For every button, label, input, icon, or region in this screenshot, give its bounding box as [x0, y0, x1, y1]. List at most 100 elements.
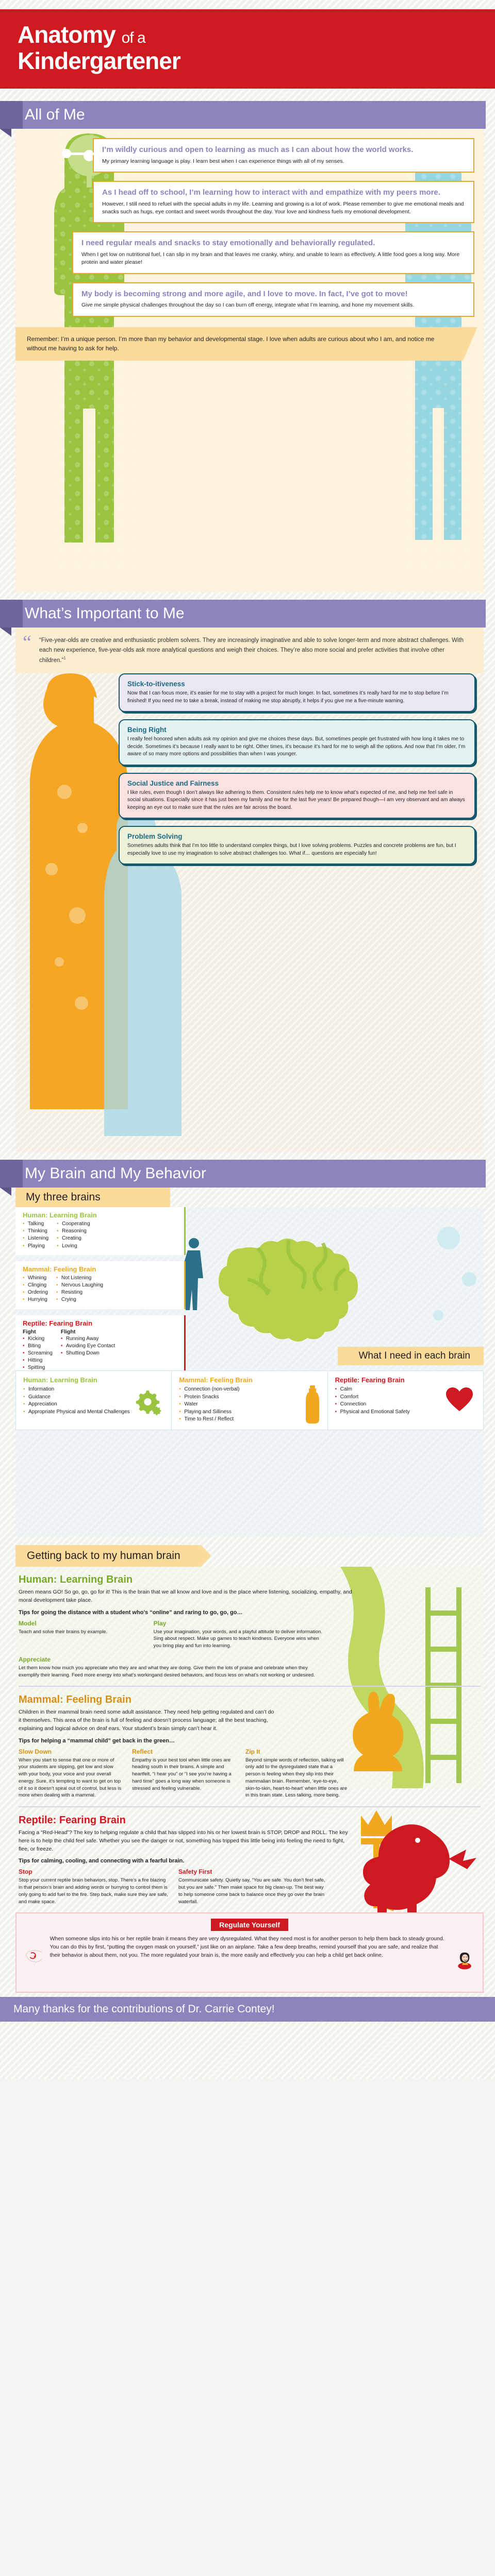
tip-title: Model [19, 1619, 37, 1627]
partner-url[interactable]: http://www.carriecontey.com [430, 2066, 482, 2071]
starburst-icon [448, 2041, 465, 2058]
infographic-page: Anatomy of a Kindergartener All of Me [0, 0, 495, 2079]
bubble-body: I like rules, even though I don’t always… [127, 789, 465, 810]
panel-tips-heading: Tips for going the distance with a stude… [19, 1609, 243, 1616]
tip-appreciate: Appreciate Let them know how much you ap… [19, 1656, 328, 1679]
panel-lead: Children in their mammal brain need some… [19, 1709, 274, 1732]
tip-play: Play Use your imagination, your words, a… [154, 1620, 328, 1650]
tip-stop: Stop Stop your current reptile brain beh… [19, 1868, 168, 1905]
ribbon-getting-back: Getting back to my human brain [15, 1545, 201, 1567]
list-item: Resisting [56, 1289, 103, 1296]
list-item: Whining [23, 1275, 48, 1282]
subbanner-my-three-brains: My three brains [15, 1188, 170, 1207]
section-banner-important: What’s Important to Me [0, 600, 486, 636]
quote-mark-icon: “ [23, 632, 31, 654]
regulate-heading: Regulate Yourself [211, 1919, 288, 1931]
list-item: Time to Rest / Reflect [179, 1416, 321, 1423]
need-banner: What I need in each brain [338, 1347, 484, 1366]
logo-line2: Learning Trends [34, 2058, 81, 2065]
list-item: Connection (non-verbal) [179, 1386, 321, 1394]
brain-reset-icon [26, 1950, 42, 1963]
tip-zip-it: Zip It Beyond simple words of reflection… [245, 1748, 349, 1800]
need-column-title: Reptile: Fearing Brain [335, 1376, 405, 1384]
partner-name: carrie contey, phd. [430, 2060, 482, 2066]
tip-body: Communicate safety. Quietly say, “You ar… [178, 1877, 325, 1905]
woman-avatar-illustration [458, 1953, 471, 1970]
bubble-body: I really feel honored when adults ask my… [127, 736, 466, 757]
tip-slow-down: Slow Down When you start to sense that o… [19, 1748, 122, 1800]
tip-title: Reflect [132, 1748, 153, 1755]
list-item: Kicking [23, 1335, 53, 1343]
callout-body: When I get low on nutritional fuel, I ca… [81, 251, 460, 266]
brain-card-title: Human: Learning Brain [23, 1211, 97, 1219]
tip-reflect: Reflect Empathy is your best tool when l… [132, 1748, 235, 1800]
bubble-title: Stick-to-itiveness [127, 680, 185, 688]
callout-card: As I head off to school, I’m learning ho… [93, 181, 474, 224]
list-item: Playing and Silliness [179, 1409, 321, 1416]
source-url-text[interactable]: http://www.pbs.org/parents/childdevelopm… [16, 2025, 181, 2030]
list-item: Crying [56, 1296, 103, 1303]
panel-title: Human: Learning Brain [19, 1574, 133, 1585]
callout-card: I’m wildly curious and open to learning … [62, 138, 474, 173]
need-column-title: Mammal: Feeling Brain [179, 1376, 253, 1384]
list-item: Loving [57, 1243, 90, 1250]
list-item: Playing [23, 1243, 48, 1250]
carrie-contey-credit[interactable]: carrie contey, phd. http://www.carriecon… [431, 2040, 482, 2071]
brain-card-col2: Not Listening Nervous Laughing Resisting… [56, 1275, 103, 1304]
topic-bubble-stick-to-itiveness: Stick-to-itiveness Now that I can focus … [119, 673, 475, 712]
panel-reptile-fearing-brain: Reptile: Fearing Brain Facing a “Red-Hea… [15, 1807, 484, 1922]
page-title-line1: Anatomy of a [18, 23, 477, 46]
bubble-body: Sometimes adults think that I’m too litt… [127, 843, 456, 856]
callout-heading: I’m wildly curious and open to learning … [102, 145, 414, 155]
list-item: Cooperating [57, 1221, 90, 1228]
what-i-need-table: Human: Learning Brain Information Guidan… [15, 1370, 484, 1430]
source-footnote-marker: 1 [13, 2024, 15, 2028]
thanks-text: Many thanks for the contributions of Dr.… [13, 2003, 275, 2015]
brain-card-col2: Cooperating Reasoning Creating Loving [57, 1221, 90, 1250]
brain-card-mammal: Mammal: Feeling Brain Whining Clinging O… [15, 1261, 186, 1309]
brain-card-col1: Whining Clinging Ordering Hurrying [23, 1275, 48, 1304]
brain-card-title: Reptile: Fearing Brain [23, 1319, 93, 1327]
list-item: Water [179, 1401, 321, 1409]
thanks-banner: Many thanks for the contributions of Dr.… [0, 1997, 495, 2022]
logo-line1: Abrams [34, 2045, 80, 2059]
brain-card-human: Human: Learning Brain Talking Thinking L… [15, 1207, 186, 1255]
list-item: Clinging [23, 1282, 48, 1289]
list-item: Reasoning [57, 1228, 90, 1235]
brain-card-title: Mammal: Feeling Brain [23, 1265, 96, 1273]
title-anatomy: Anatomy [18, 21, 116, 48]
all-of-me-panel: I’m wildly curious and open to learning … [15, 129, 484, 593]
callout-body: My primary learning language is play. I … [102, 158, 344, 165]
list-item: Thinking [23, 1228, 48, 1235]
topic-bubble-being-right: Being Right I really feel honored when a… [119, 719, 475, 766]
important-panel: Stick-to-itiveness Now that I can focus … [15, 673, 484, 1153]
title-underbar [0, 89, 495, 94]
abrams-logo[interactable]: A Abrams Learning Trends [13, 2042, 87, 2069]
all-of-me-banner-wrap: All of Me [0, 101, 495, 138]
panel-lead: Green means GO! So go, go, go for it! Th… [19, 1589, 352, 1603]
heart-icon [446, 1387, 473, 1412]
need-column-human: Human: Learning Brain Information Guidan… [16, 1371, 172, 1430]
remember-note: Remember: I’m a unique person. I’m more … [15, 327, 463, 361]
three-brains-panel: Human: Learning Brain Talking Thinking L… [15, 1207, 484, 1537]
tip-body: Let them know how much you appreciate wh… [19, 1665, 315, 1678]
panel-tips-heading: Tips for calming, cooling, and connectin… [19, 1858, 185, 1865]
top-accent-bar [0, 0, 495, 9]
quote-block: “ “Five-year-olds are creative and enthu… [15, 628, 484, 673]
red-dinosaur-illustration [363, 1824, 476, 1922]
brain-card-reptile: Reptile: Fearing Brain Fight Kicking Bit… [15, 1315, 186, 1377]
title-block: Anatomy of a Kindergartener [0, 9, 495, 89]
quote-footnote-marker: 1 [63, 655, 66, 660]
callout-heading: As I head off to school, I’m learning ho… [102, 188, 440, 197]
divider [19, 1806, 481, 1808]
regulate-body: When someone slips into his or her repti… [50, 1936, 444, 1958]
green-ladder-illustration [15, 1567, 484, 1788]
tip-title: Play [153, 1619, 167, 1627]
brain-card-col1: Talking Thinking Listening Playing [23, 1221, 48, 1250]
tip-title: Safety First [178, 1868, 212, 1876]
site-url-link[interactable]: www.AbramsLearningTrends.com [192, 2050, 325, 2060]
tip-body: Stop your current reptile brain behavior… [19, 1877, 168, 1905]
list-item: Not Listening [56, 1275, 103, 1282]
important-banner-wrap: What’s Important to Me [0, 600, 495, 636]
list-item: Running Away [61, 1335, 115, 1343]
